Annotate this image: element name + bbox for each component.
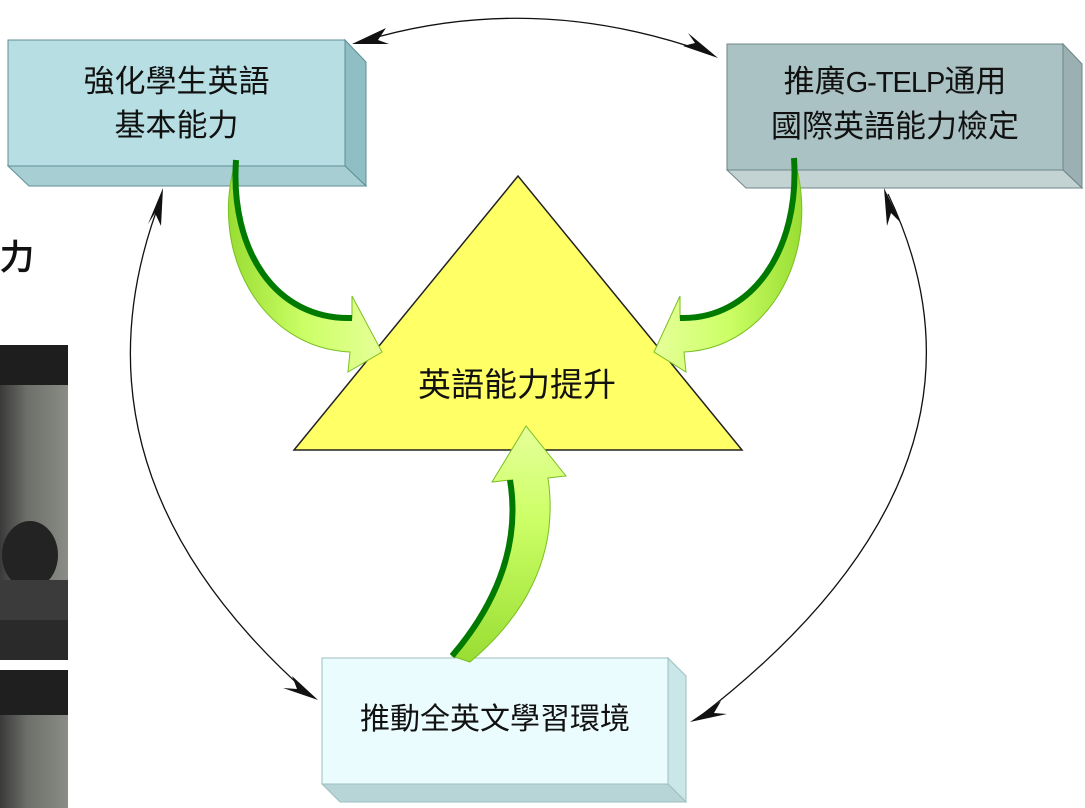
arc-top: [359, 17, 707, 53]
box-top-left-line-2: 基本能力: [114, 108, 239, 144]
box-top-left-label: 強化學生英語 基本能力: [8, 60, 345, 148]
box-top-right: [725, 42, 1084, 190]
box-bottom-label: 推動全英文學習環境: [322, 698, 668, 742]
arrowhead-top-left: [352, 28, 389, 44]
arrowhead-left-top: [148, 188, 163, 226]
box-top-right-label: 推廣G-TELP通用 國際英語能力檢定: [727, 60, 1063, 149]
box-top-right-latin: G-TELP: [845, 67, 946, 99]
green-arrow-left: [227, 159, 383, 373]
box-bottom: [320, 656, 688, 804]
arrowheads: [148, 28, 901, 722]
arrowhead-right-top: [884, 188, 901, 226]
arrowhead-top-right: [683, 33, 718, 58]
box-bottom-text: 推動全英文學習環境: [360, 702, 630, 737]
arrowhead-right-bottom: [690, 701, 727, 722]
box-top-left: [6, 38, 368, 188]
left-partial-text: 力: [0, 238, 34, 278]
photo-strip-2: [0, 670, 68, 808]
box-top-right-line-1: 推廣G-TELP通用: [727, 60, 1063, 105]
green-arrow-bottom: [449, 425, 567, 663]
arc-left: [129, 195, 311, 696]
green-arrow-right: [653, 157, 803, 373]
photo-classroom: [0, 345, 68, 660]
arc-right: [697, 193, 927, 719]
arrowhead-left-bottom: [283, 676, 318, 700]
center-triangle-label: 英語能力提升: [418, 365, 616, 404]
box-top-left-line-1: 強化學生英語: [83, 64, 270, 100]
box-top-right-prefix: 推廣: [783, 64, 846, 100]
cycle-arrows: [129, 17, 927, 719]
box-top-right-suffix: 通用: [944, 64, 1007, 100]
box-top-right-line-2: 國際英語能力檢定: [771, 109, 1019, 145]
